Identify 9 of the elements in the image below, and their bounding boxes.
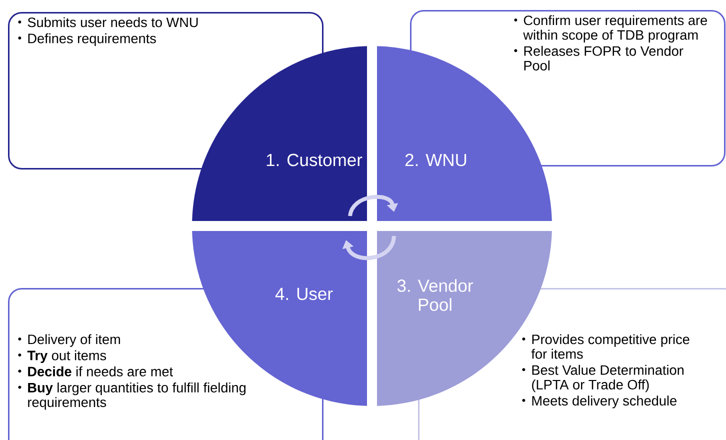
bullet-item: Submits user needs to WNU [18, 17, 198, 28]
bullet-item: Defines requirements [18, 33, 156, 46]
bullet-item: Confirm user requirements are within scope of TDB program [514, 15, 707, 42]
curved-arrow [342, 236, 396, 260]
curved-arrow [348, 194, 398, 216]
quadrant: 1. Customer [192, 46, 367, 221]
bullet-item: Decide if needs are met [18, 366, 173, 376]
bullet-item: Delivery of item [18, 334, 120, 347]
bullet-item: Try out items [18, 350, 106, 363]
